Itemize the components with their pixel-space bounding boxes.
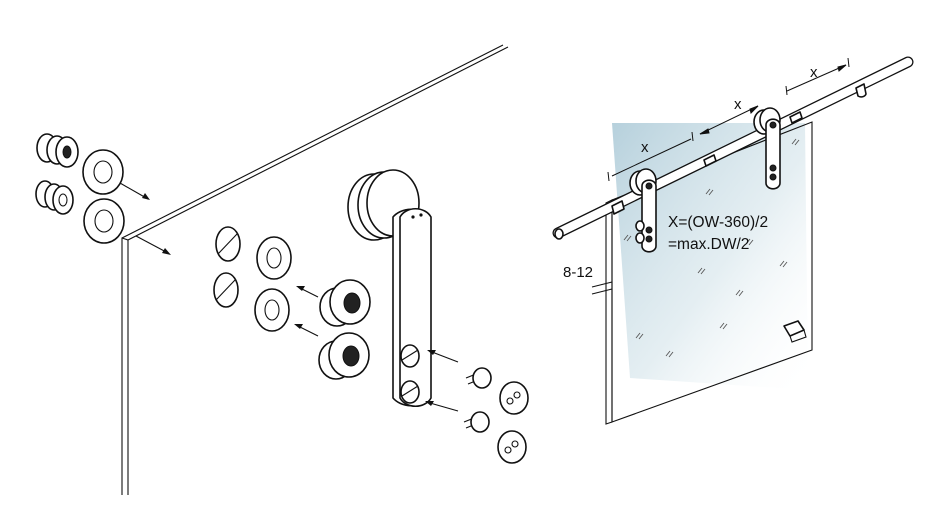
hanger-arm-plate [392, 207, 432, 408]
dimension-line-x-left [607, 131, 694, 182]
glass-thickness-leader [591, 281, 613, 295]
glass-thickness-label: 8-12 [563, 264, 593, 281]
assembly-arrow-bolts [425, 350, 459, 412]
exploded-assembly-view [35, 44, 529, 495]
flat-ring-upper [256, 236, 292, 280]
installed-door-view: x x x X=(OW-360)/2 =max.DW/2 8-12 [552, 56, 914, 425]
glass-sheen-marks [623, 138, 800, 358]
bolt-upper [465, 367, 492, 389]
dimension-x-label-right: x [810, 64, 818, 81]
dimension-line-x-right [785, 57, 850, 96]
bolt-lower [463, 411, 490, 433]
door-hanger-left [629, 168, 657, 253]
flat-ring-lower [254, 288, 290, 332]
two-hole-cap-lower [497, 430, 527, 464]
rail-stopper [611, 83, 867, 215]
dimension-x-label-left: x [641, 139, 649, 156]
floor-guide [783, 320, 807, 343]
rubber-washer-lower [83, 198, 125, 244]
assembly-arrow-washers [119, 182, 171, 255]
dimension-x-label-middle: x [734, 96, 742, 113]
half-moon-cap-lower [213, 272, 239, 308]
door-hanger-right [753, 107, 781, 190]
half-moon-cap-upper [215, 226, 241, 262]
formula-text-line-2: =max.DW/2 [668, 236, 749, 253]
spacer-washer-lower [35, 180, 74, 215]
bushing-spacer-upper [319, 279, 371, 327]
glass-panel-edge [121, 44, 509, 495]
spacer-washer-upper [36, 133, 79, 168]
rubber-washer-upper [82, 149, 124, 195]
assembly-arrow-rings [294, 286, 319, 337]
dimension-line-x-middle [699, 105, 759, 135]
bushing-spacer-lower [318, 332, 370, 380]
glass-highlight-band [612, 123, 808, 390]
formula-text-line-1: X=(OW-360)/2 [668, 214, 768, 231]
two-hole-cap-upper [499, 381, 529, 415]
